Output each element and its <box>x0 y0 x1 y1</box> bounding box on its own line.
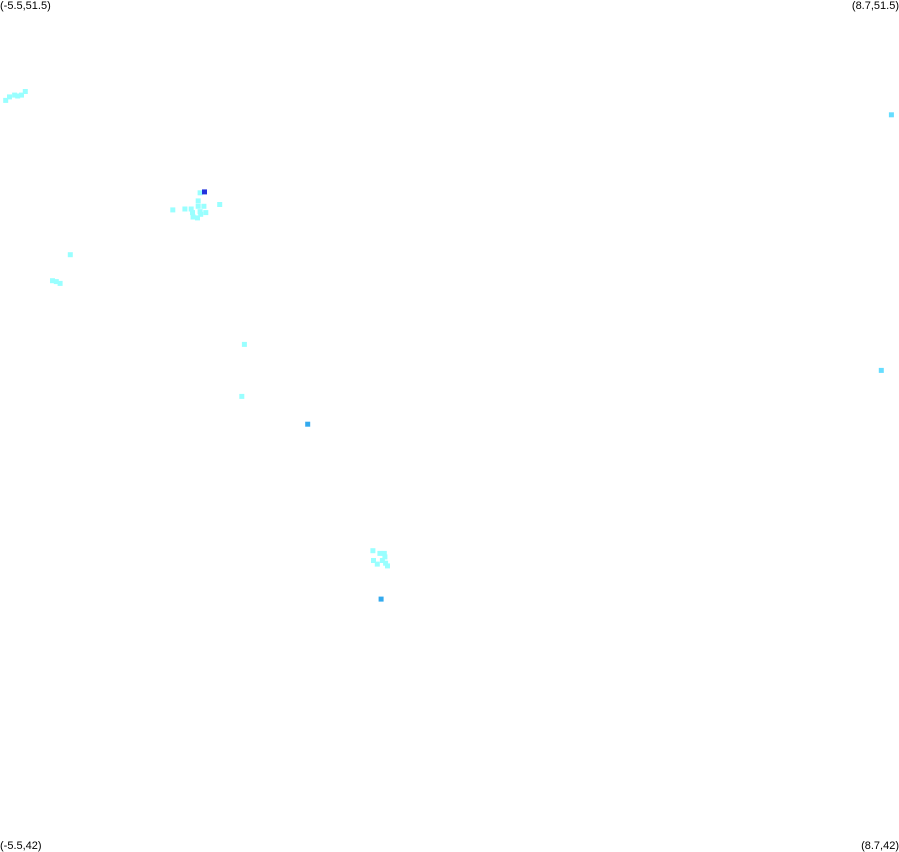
data-point-17 <box>217 202 223 207</box>
data-point-2 <box>12 92 18 98</box>
data-point-32 <box>371 558 376 563</box>
data-point-29 <box>377 550 383 556</box>
data-point-0 <box>3 97 9 103</box>
data-point-26 <box>239 393 245 399</box>
data-point-38 <box>878 367 884 373</box>
data-point-9 <box>188 206 194 212</box>
data-point-13 <box>198 211 204 217</box>
corner-label-bottom-left: (-5.5,42) <box>0 840 42 852</box>
corner-label-top-right: (8.7,51.5) <box>851 0 899 12</box>
data-point-10 <box>195 203 201 209</box>
data-point-16 <box>203 210 209 216</box>
data-point-6 <box>197 190 203 196</box>
data-point-3 <box>15 93 21 99</box>
data-point-18 <box>170 207 176 213</box>
corner-label-top-left: (-5.5,51.5) <box>0 0 51 12</box>
data-point-27 <box>305 421 311 427</box>
data-point-11 <box>195 198 201 204</box>
data-point-8 <box>182 206 188 212</box>
data-point-35 <box>374 561 380 567</box>
data-point-12 <box>201 203 207 209</box>
data-point-22 <box>50 278 55 284</box>
data-point-37 <box>378 596 384 602</box>
data-point-7 <box>190 210 195 216</box>
data-point-30 <box>381 550 387 556</box>
corner-label-bottom-right: (8.7,42) <box>861 840 899 852</box>
data-point-24 <box>57 280 63 286</box>
data-point-14 <box>190 214 196 220</box>
data-point-23 <box>53 279 59 285</box>
data-point-36 <box>385 563 390 569</box>
data-point-33 <box>379 558 385 563</box>
data-point-5 <box>22 89 28 94</box>
data-point-28 <box>370 548 376 554</box>
data-point-25 <box>241 341 247 347</box>
data-point-31 <box>382 554 388 560</box>
data-point-15 <box>195 215 200 221</box>
data-point-4 <box>19 92 24 98</box>
data-point-19 <box>197 209 203 215</box>
data-point-20 <box>202 189 207 195</box>
data-point-39 <box>888 112 894 118</box>
data-point-1 <box>7 94 12 100</box>
data-point-21 <box>67 252 73 258</box>
data-point-34 <box>383 560 389 566</box>
